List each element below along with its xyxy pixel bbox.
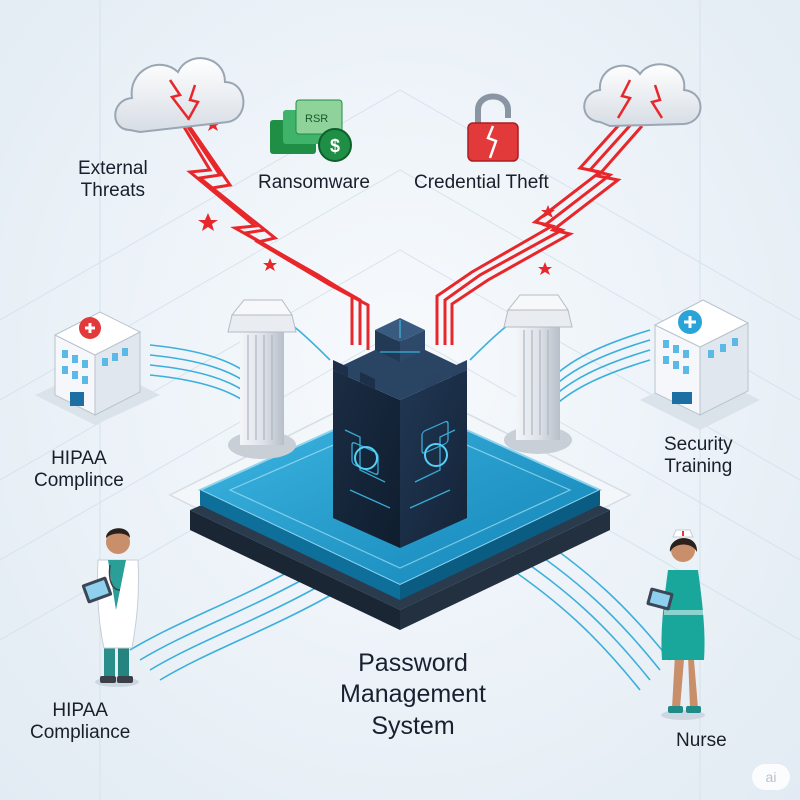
right-storm-cloud [583,63,702,128]
secure-vault-cube [333,318,467,548]
label-credential-theft: Credential Theft [414,172,549,193]
label-hipaa-complince: HIPAA Complince [34,448,124,492]
label-external-threats-line1: External [78,158,148,179]
left-pillar [227,299,297,459]
label-hipaa-compliance: HIPAA Compliance [30,700,130,744]
ransom-note-text: RSR [305,113,328,125]
label-hipaa-complince-line2: Complince [34,469,124,491]
hospital-building-left [35,311,160,425]
threat-lightning-right [435,113,644,345]
left-storm-cloud [114,57,245,134]
label-security-training-line2: Training [664,455,733,477]
doctor-figure [81,528,140,687]
label-center-line3: System [371,711,455,740]
label-ransomware: Ransomware [258,172,370,193]
ai-badge: ai [752,764,790,790]
broken-lock-icon [467,93,519,162]
money-symbol: $ [330,136,340,156]
label-center-line2: Management [340,680,486,709]
label-password-management-system: Password Management System [318,648,508,742]
label-external-threats-line2: Threats [80,179,146,201]
label-hipaa-compliance-line2: Compliance [30,721,131,743]
label-security-training-line1: Security [664,434,733,455]
label-hipaa-compliance-line1: HIPAA [52,700,108,721]
label-center-line1: Password [358,649,468,677]
threat-lightning-left [173,111,370,350]
label-hipaa-complince-line1: HIPAA [51,448,107,469]
label-external-threats: External Threats [78,158,148,202]
right-pillar [503,294,573,454]
label-security-training: Security Training [664,434,733,478]
ransomware-icon: RSR $ [270,99,352,162]
hospital-building-right [640,299,760,430]
label-nurse: Nurse [676,730,727,751]
nurse-figure [646,529,705,720]
